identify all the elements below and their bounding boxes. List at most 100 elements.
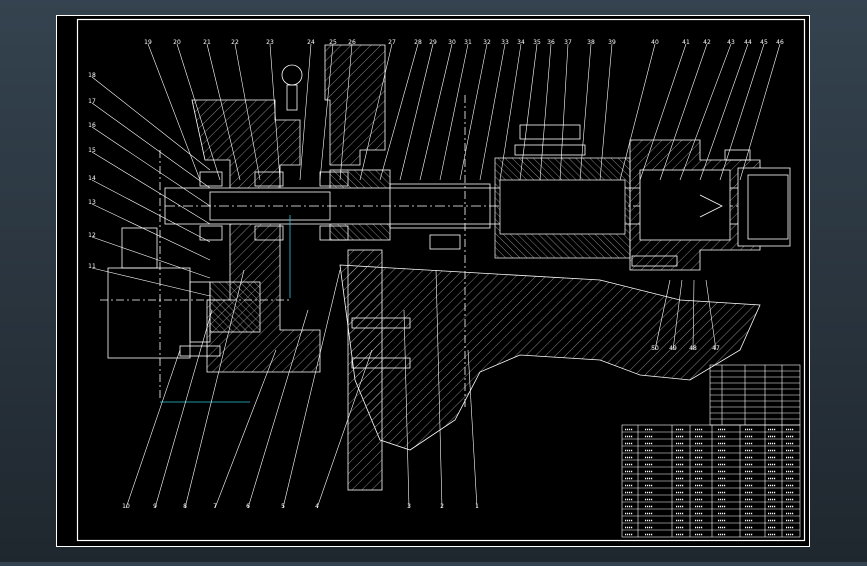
leader-33 [479,43,506,181]
bolts [179,124,751,369]
leader-47 [705,279,717,351]
motor-box [121,227,158,269]
part-label-8: 8 [183,503,187,510]
part-label-15: 15 [88,147,96,154]
leader-20 [176,43,221,181]
leader-30 [419,43,453,181]
part-label-2: 2 [440,503,444,510]
leader-8 [184,269,245,509]
leader-21 [206,43,241,181]
part-label-38: 38 [587,39,595,46]
leader-25 [319,43,334,181]
part-label-3: 3 [407,503,411,510]
part-label-16: 16 [88,122,96,129]
part-label-4: 4 [315,503,319,510]
part-label-6: 6 [246,503,250,510]
leader-50 [654,279,671,351]
part-label-10: 10 [122,503,130,510]
part-label-23: 23 [266,39,274,46]
part-label-17: 17 [88,98,96,105]
leader-26 [339,43,353,181]
part-label-1: 1 [475,503,479,510]
leader-46 [739,43,781,181]
part-label-26: 26 [348,39,356,46]
part-label-45: 45 [760,39,768,46]
leader-2 [435,269,443,509]
part-label-29: 29 [429,39,437,46]
title-block [621,364,801,538]
leader-39 [599,43,613,181]
part-label-34: 34 [517,39,525,46]
leader-11 [91,267,211,297]
part-label-21: 21 [203,39,211,46]
leader-28 [379,43,419,181]
leader-27 [359,43,393,181]
part-label-28: 28 [414,39,422,46]
part-label-43: 43 [727,39,735,46]
part-label-19: 19 [144,39,152,46]
leader-22 [234,43,261,181]
part-label-32: 32 [483,39,491,46]
part-label-24: 24 [307,39,315,46]
part-label-31: 31 [464,39,472,46]
leader-42 [659,43,708,181]
lifting-eye-stem [286,84,298,111]
leader-12 [91,236,211,279]
part-label-47: 47 [712,345,720,352]
leader-45 [719,43,765,181]
part-label-41: 41 [682,39,690,46]
part-label-14: 14 [88,175,96,182]
leader-49 [672,279,683,351]
leader-23 [269,43,281,181]
part-label-9: 9 [153,503,157,510]
part-label-36: 36 [547,39,555,46]
cone-tip [699,194,723,218]
leader-14 [91,179,211,243]
part-label-7: 7 [213,503,217,510]
leader-36 [539,43,552,181]
base-casting [339,264,761,451]
chuck-inner [747,174,789,240]
leader-48 [692,279,695,351]
part-label-12: 12 [88,232,96,239]
leader-6 [247,309,309,509]
leader-1 [467,349,478,509]
chuck-face [737,167,791,247]
leader-9 [154,309,213,509]
part-label-40: 40 [651,39,659,46]
part-label-18: 18 [88,72,96,79]
leader-43 [679,43,732,181]
leader-18 [91,76,211,171]
leader-3 [403,309,410,509]
leader-41 [639,43,687,181]
leader-32 [459,43,488,181]
part-label-50: 50 [651,345,659,352]
leader-7 [214,349,277,509]
leader-29 [399,43,434,181]
part-label-35: 35 [533,39,541,46]
leader-34 [499,43,522,181]
leader-37 [559,43,569,181]
part-label-42: 42 [703,39,711,46]
leader-19 [147,43,201,181]
leader-10 [125,349,181,509]
part-label-49: 49 [669,345,677,352]
leader-13 [91,203,211,261]
part-label-5: 5 [281,503,285,510]
clamp-bore [639,169,731,241]
leader-31 [439,43,469,181]
disc-spring-stack [494,157,631,259]
part-label-44: 44 [744,39,752,46]
leader-38 [579,43,592,181]
leader-24 [299,43,312,181]
shaft-step-2 [389,183,491,229]
leader-44 [699,43,749,181]
leader-40 [619,43,656,181]
part-label-39: 39 [608,39,616,46]
outer-border [56,15,810,547]
part-label-22: 22 [231,39,239,46]
leader-17 [91,102,211,189]
